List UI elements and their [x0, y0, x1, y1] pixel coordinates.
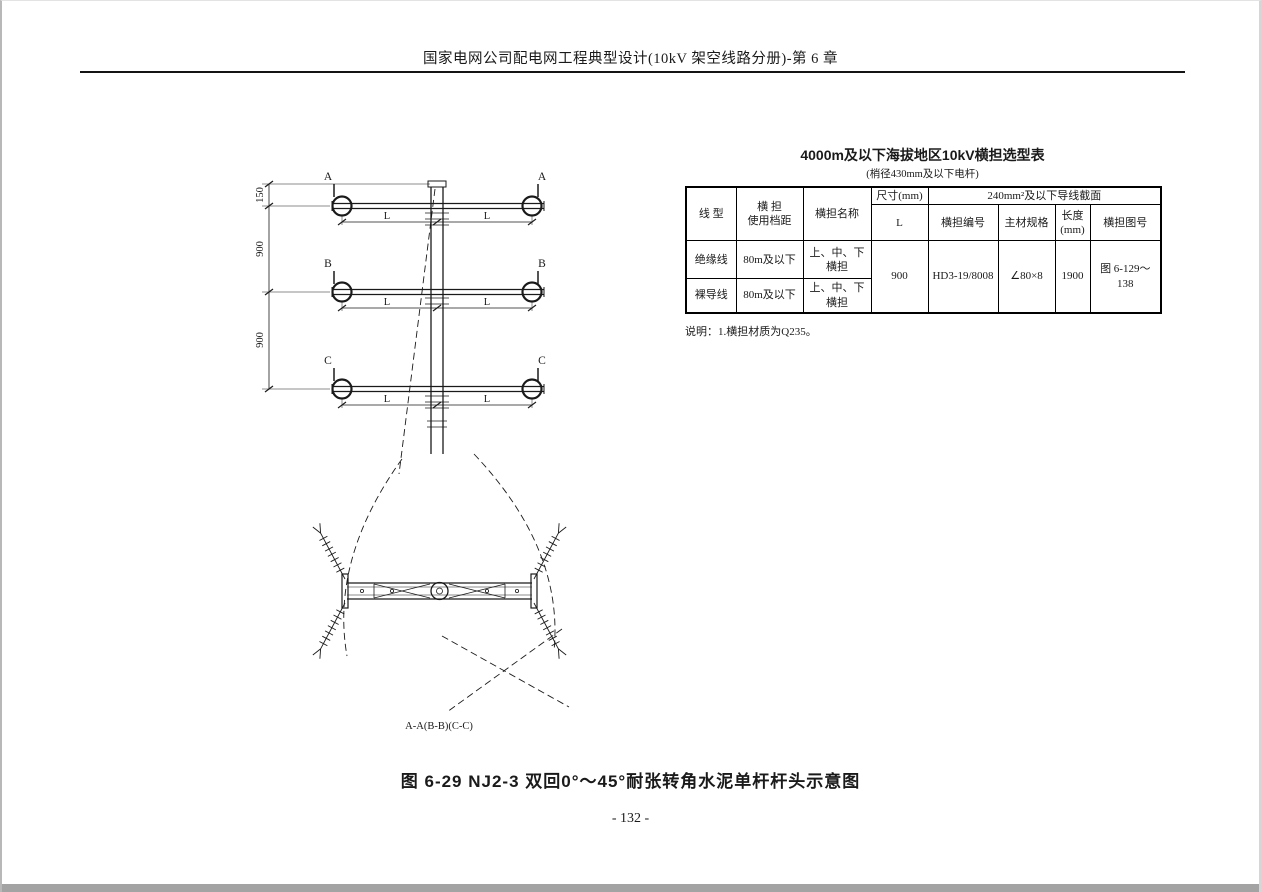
crossarm-middle — [331, 281, 545, 303]
pole-head-svg: 150 900 900 — [255, 171, 570, 732]
projection-dashed-lines — [343, 188, 570, 713]
dim-900-lower-label: 900 — [255, 332, 266, 348]
cell-figure-number: 图 6-129～138 — [1089, 240, 1162, 314]
l-label-top-left: L — [384, 211, 390, 222]
section-mark-a-right: A — [538, 171, 547, 183]
pole — [425, 180, 449, 454]
cell-l-value: 900 — [870, 240, 929, 314]
section-ticks-c — [333, 368, 539, 381]
table-row-bare: 裸导线 80m及以下 上、中、下 横担 — [685, 278, 1161, 314]
section-ticks-b — [333, 271, 539, 284]
crossarm-bottom — [331, 378, 545, 400]
detail-section-label: A-A(B-B)(C-C) — [405, 721, 473, 732]
detail-section-view — [341, 573, 538, 609]
table-title: 4000m及以下海拔地区10kV横担选型表 — [800, 147, 1045, 163]
section-mark-b-right: B — [538, 258, 546, 270]
page-bottom-edge — [2, 884, 1259, 892]
col-header-crossarm-name: 横担名称 — [802, 186, 872, 242]
crossarm-selection-table: 线 型 横 担 使用档距 横担名称 尺寸(mm) 240mm²及以下导线截面 L… — [685, 186, 1163, 314]
tension-insulator-strings — [311, 522, 568, 660]
col-header-material: 主材规格 — [997, 204, 1056, 242]
crossarm-selection-area: 4000m及以下海拔地区10kV横担选型表 (梢径430mm及以下电杆) 线 型… — [685, 145, 1163, 339]
dimension-chain — [262, 180, 430, 393]
cell-crossarm-name: 上、中、下 横担 — [802, 278, 872, 314]
col-header-number: 横担编号 — [927, 204, 999, 242]
cell-line-type: 裸导线 — [685, 278, 737, 314]
col-header-length: 长度 (mm) — [1054, 204, 1091, 242]
section-ticks-a — [333, 184, 539, 197]
section-mark-c-left: C — [324, 355, 332, 367]
cell-crossarm-name: 上、中、下 横担 — [802, 240, 872, 280]
col-header-figure: 横担图号 — [1089, 204, 1162, 242]
header-rule — [80, 71, 1185, 73]
pole-head-drawing: 150 900 900 — [242, 159, 592, 739]
page-number: - 132 - — [611, 811, 650, 826]
cell-line-type: 绝缘线 — [685, 240, 737, 280]
section-mark-c-right: C — [538, 355, 546, 367]
cell-span: 80m及以下 — [735, 278, 804, 314]
section-mark-a-left: A — [324, 171, 333, 183]
cell-span: 80m及以下 — [735, 240, 804, 280]
dim-900-upper-label: 900 — [255, 241, 266, 257]
table-note: 说明：1.横担材质为Q235。 — [685, 325, 817, 338]
l-dimension-top — [337, 216, 537, 226]
table-row-insulated: 绝缘线 80m及以下 上、中、下 横担 900 HD3-19/8008 ∠80×… — [685, 240, 1162, 314]
cell-crossarm-number: HD3-19/8008 — [927, 240, 999, 314]
l-dimension-bottom — [337, 399, 537, 409]
l-dimension-middle — [337, 302, 537, 312]
col-header-span: 横 担 使用档距 — [735, 186, 804, 242]
l-label-middle-right: L — [484, 297, 490, 308]
col-header-line-type: 线 型 — [685, 186, 737, 242]
l-label-top-right: L — [484, 211, 490, 222]
col-header-size-group: 尺寸(mm) — [870, 186, 929, 206]
crossarm-top — [331, 195, 545, 217]
l-label-bottom-right: L — [484, 394, 490, 405]
col-header-size-l: L — [870, 204, 929, 242]
cell-length: 1900 — [1054, 240, 1091, 314]
cell-material-spec: ∠80×8 — [997, 240, 1056, 314]
dim-150-label: 150 — [255, 187, 266, 203]
l-label-bottom-left: L — [384, 394, 390, 405]
section-mark-b-left: B — [324, 258, 332, 270]
col-header-conductor-group: 240mm²及以下导线截面 — [927, 186, 1162, 206]
table-subtitle: (梢径430mm及以下电杆) — [866, 169, 979, 180]
figure-caption: 图 6-29 NJ2-3 双回0°～45°耐张转角水泥单杆杆头示意图 — [400, 772, 861, 791]
document-header-title: 国家电网公司配电网工程典型设计(10kV 架空线路分册)-第 6 章 — [422, 51, 839, 67]
l-label-middle-left: L — [384, 297, 390, 308]
